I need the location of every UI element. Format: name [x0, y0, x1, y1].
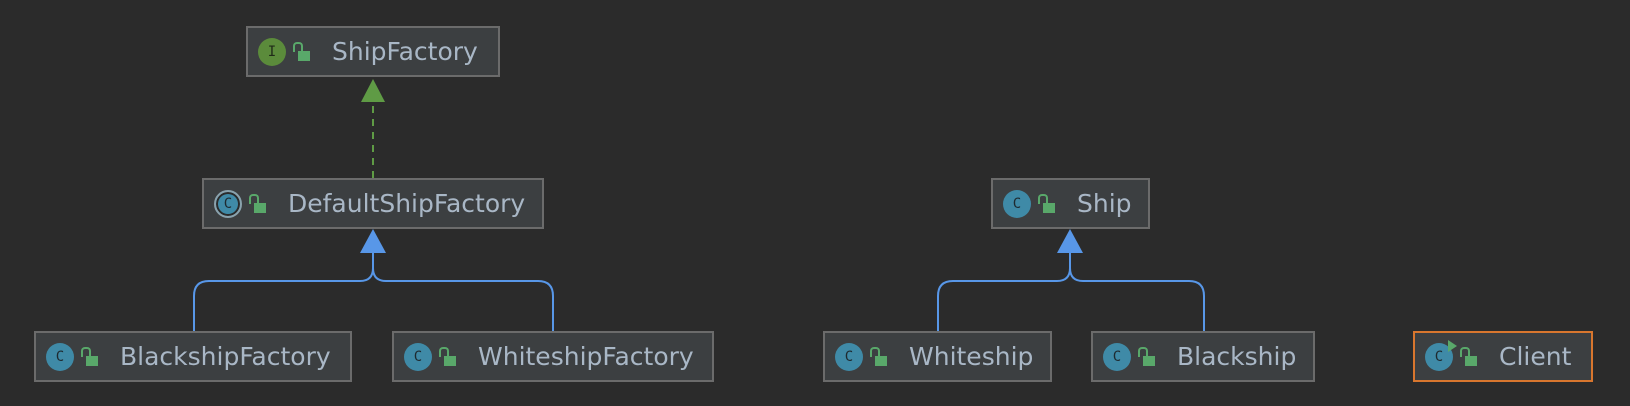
node-label: BlackshipFactory — [120, 342, 331, 371]
public-lock-icon — [293, 41, 310, 61]
class-icon: C — [835, 342, 863, 371]
edge-extends-blackshipfactory-defaultshipfactory — [193, 253, 374, 331]
runnable-class-icon: C — [1425, 339, 1457, 371]
node-label: Ship — [1077, 189, 1132, 218]
node-label: ShipFactory — [332, 37, 478, 66]
node-blackship[interactable]: C Blackship — [1091, 331, 1315, 382]
public-lock-icon — [1038, 193, 1055, 213]
class-icon: C — [46, 342, 74, 371]
node-label: DefaultShipFactory — [288, 189, 526, 218]
public-lock-icon — [870, 346, 887, 366]
public-lock-icon — [249, 193, 266, 213]
node-label: Client — [1499, 342, 1572, 371]
interface-icon: I — [258, 37, 286, 66]
extends-arrowhead-ship — [1057, 229, 1083, 253]
class-icon: C — [404, 342, 432, 371]
node-label: Whiteship — [909, 342, 1034, 371]
node-label: WhiteshipFactory — [478, 342, 694, 371]
edge-extends-whiteship-ship — [937, 253, 1071, 331]
node-defaultshipfactory[interactable]: C DefaultShipFactory — [202, 178, 544, 229]
implements-arrowhead — [361, 79, 385, 102]
extends-arrowhead-defaultshipfactory — [360, 229, 386, 253]
class-icon: C — [1003, 189, 1031, 218]
node-client[interactable]: C Client — [1413, 331, 1593, 382]
node-label: Blackship — [1177, 342, 1297, 371]
node-blackshipfactory[interactable]: C BlackshipFactory — [34, 331, 352, 382]
node-whiteship[interactable]: C Whiteship — [823, 331, 1052, 382]
node-whiteshipfactory[interactable]: C WhiteshipFactory — [392, 331, 714, 382]
node-shipfactory[interactable]: I ShipFactory — [246, 26, 500, 77]
public-lock-icon — [1460, 346, 1477, 366]
abstract-class-icon: C — [214, 189, 242, 218]
public-lock-icon — [1138, 346, 1155, 366]
public-lock-icon — [439, 346, 456, 366]
node-ship[interactable]: C Ship — [991, 178, 1150, 229]
edge-extends-whiteshipfactory-defaultshipfactory — [372, 253, 554, 331]
public-lock-icon — [81, 346, 98, 366]
class-icon: C — [1103, 342, 1131, 371]
edge-extends-blackship-ship — [1069, 253, 1205, 331]
